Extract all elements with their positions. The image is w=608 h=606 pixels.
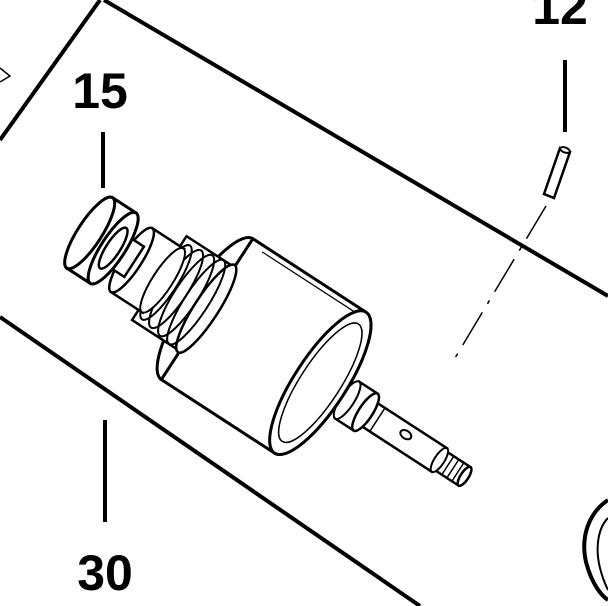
callout-label-15: 15: [72, 63, 128, 119]
bearing-part: [63, 195, 140, 286]
rotor-assembly: [63, 195, 473, 488]
callout-label-12: 12: [532, 0, 588, 35]
callout-label-30: 30: [77, 545, 133, 601]
shaft-collar: [332, 379, 381, 433]
rotor-drum: [155, 236, 373, 457]
alignment-axis: [454, 205, 547, 359]
commutator: [130, 234, 238, 354]
pin-part: [542, 146, 572, 200]
edge-arrow-fragment: [0, 67, 12, 83]
adjacent-part-fragment: [582, 498, 608, 602]
